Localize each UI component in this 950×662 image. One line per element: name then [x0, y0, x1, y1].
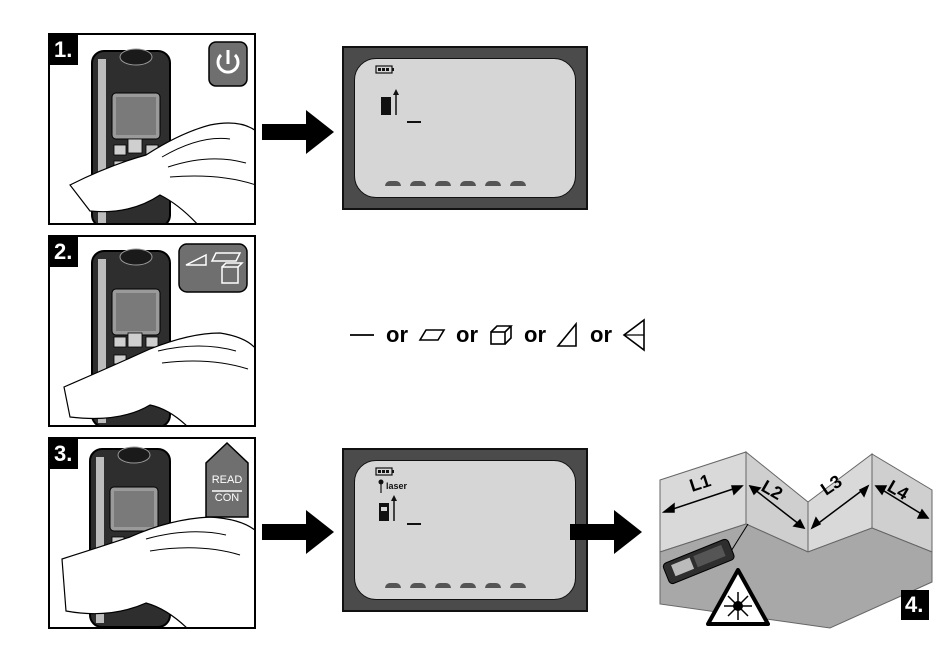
display-step3: laser	[342, 448, 588, 612]
reference-rear-icon	[377, 495, 399, 525]
step4-badge: 4.	[901, 590, 929, 620]
length-mode-icon	[348, 330, 376, 340]
double-pythagoras-mode-icon	[622, 318, 646, 352]
display-step1	[342, 46, 588, 210]
display-segment-row	[385, 181, 526, 186]
volume-mode-icon	[488, 324, 514, 346]
display-screen: laser	[354, 460, 576, 600]
arrow-right-icon	[570, 508, 644, 556]
read-button-label: READ	[208, 474, 246, 486]
laser-point-icon	[377, 479, 385, 493]
measurement-placeholder	[407, 121, 421, 123]
room-measurement-illustration: L1 L2 L3 L4	[650, 432, 940, 632]
display-screen	[354, 58, 576, 198]
con-button-label: CON	[208, 492, 246, 504]
or-separator: or	[590, 322, 612, 348]
battery-icon	[375, 467, 395, 476]
battery-icon	[375, 65, 395, 74]
step1-badge: 1.	[50, 35, 78, 65]
step3-panel: 3. READ CON	[48, 437, 256, 629]
single-pythagoras-mode-icon	[556, 322, 580, 348]
area-mode-icon	[418, 327, 446, 343]
arrow-right-icon	[262, 508, 336, 556]
power-button-icon	[208, 41, 248, 87]
laser-warning-icon	[706, 568, 770, 626]
display-segment-row	[385, 583, 526, 588]
step2-panel: 2.	[48, 235, 256, 427]
reference-rear-icon	[379, 89, 401, 119]
or-separator: or	[456, 322, 478, 348]
step1-panel: 1.	[48, 33, 256, 225]
arrow-right-icon	[262, 108, 336, 156]
step2-badge: 2.	[50, 237, 78, 267]
step3-badge: 3.	[50, 439, 78, 469]
measurement-modes-row: or or or or	[348, 318, 646, 352]
or-separator: or	[524, 322, 546, 348]
function-button-icon	[178, 243, 248, 293]
laser-status-label: laser	[386, 481, 407, 491]
or-separator: or	[386, 322, 408, 348]
measurement-placeholder	[407, 523, 421, 525]
